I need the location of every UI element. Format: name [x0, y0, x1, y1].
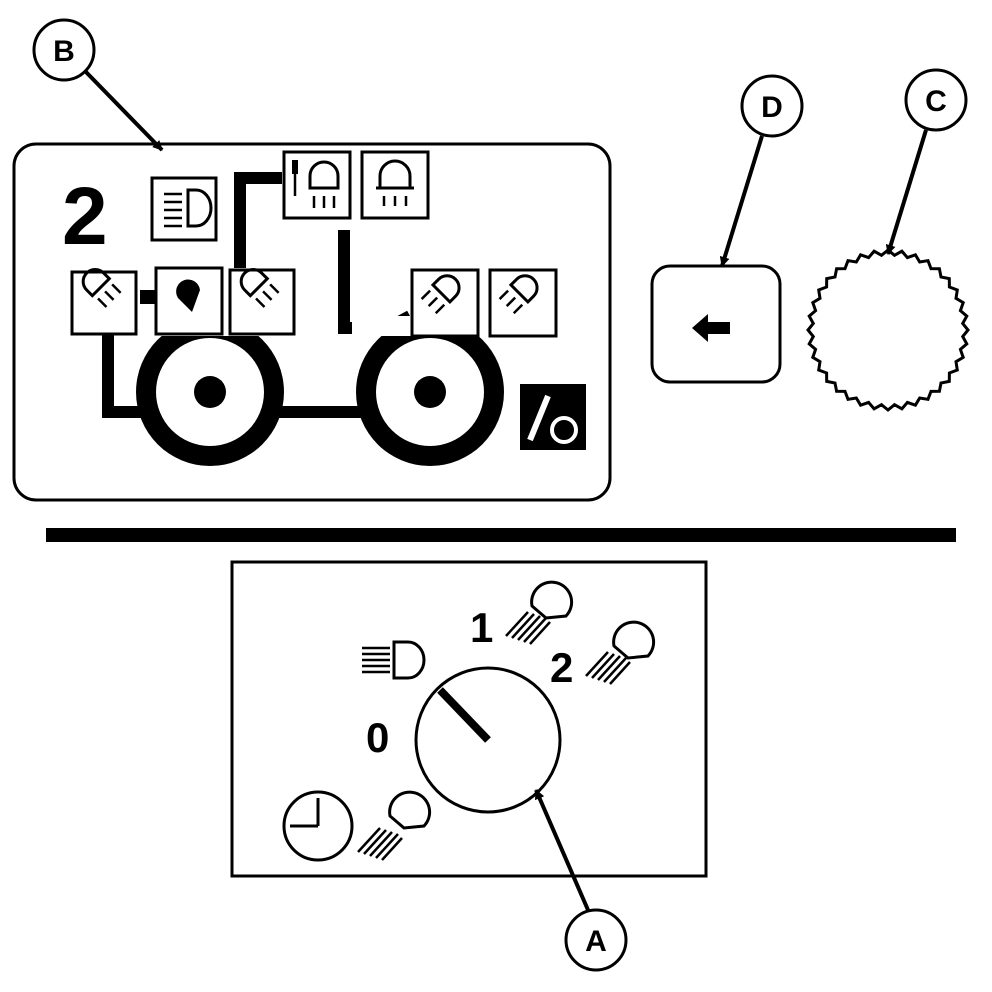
- callout-c: C: [885, 68, 968, 255]
- switch-pointer: [437, 687, 491, 743]
- callout-a: A: [534, 789, 628, 972]
- front-work-light-left-icon: [410, 268, 480, 338]
- section-divider: [46, 528, 956, 542]
- callout-d-arrow: [719, 135, 764, 267]
- work-light-2-icon: [585, 620, 656, 685]
- range-indicator-number: 2: [62, 171, 108, 262]
- switch-position-0: 0: [366, 714, 389, 761]
- beacon-indicator-icon: [154, 266, 224, 336]
- callout-c-label: C: [925, 85, 947, 118]
- work-light-1-icon: [505, 580, 574, 645]
- callout-d-label: D: [761, 91, 783, 124]
- parking-light-icon: [362, 640, 426, 680]
- indicator-panel-b: 2: [12, 142, 612, 502]
- front-work-light-right-icon: [488, 268, 558, 338]
- cab-roof-light-icon: [360, 150, 430, 220]
- switch-position-1: 1: [470, 604, 493, 651]
- switch-position-2: 2: [550, 644, 573, 691]
- knob-c[interactable]: [806, 248, 970, 412]
- callout-c-arrow: [885, 129, 928, 255]
- on-off-indicator-icon: [520, 384, 586, 450]
- callout-d: D: [719, 74, 804, 267]
- light-switch-panel-a: 0 1 2: [230, 560, 708, 878]
- callout-a-arrow: [534, 789, 590, 911]
- callout-b: B: [32, 18, 164, 152]
- delayed-work-light-icon: [357, 790, 432, 861]
- headlight-indicator-icon: [150, 176, 218, 242]
- button-d[interactable]: [650, 264, 782, 384]
- callout-b-arrow: [84, 70, 164, 152]
- cab-roof-light-switch-icon: [282, 150, 352, 220]
- rear-work-light-left-icon: [70, 268, 138, 336]
- serrated-knob-icon: [806, 248, 970, 412]
- callout-b-label: B: [53, 35, 75, 68]
- arrow-left-icon: [692, 314, 730, 342]
- rotary-light-switch[interactable]: [414, 666, 562, 814]
- clock-timer-icon: [282, 790, 354, 862]
- rear-work-light-right-icon: [228, 268, 296, 336]
- callout-a-label: A: [585, 925, 607, 958]
